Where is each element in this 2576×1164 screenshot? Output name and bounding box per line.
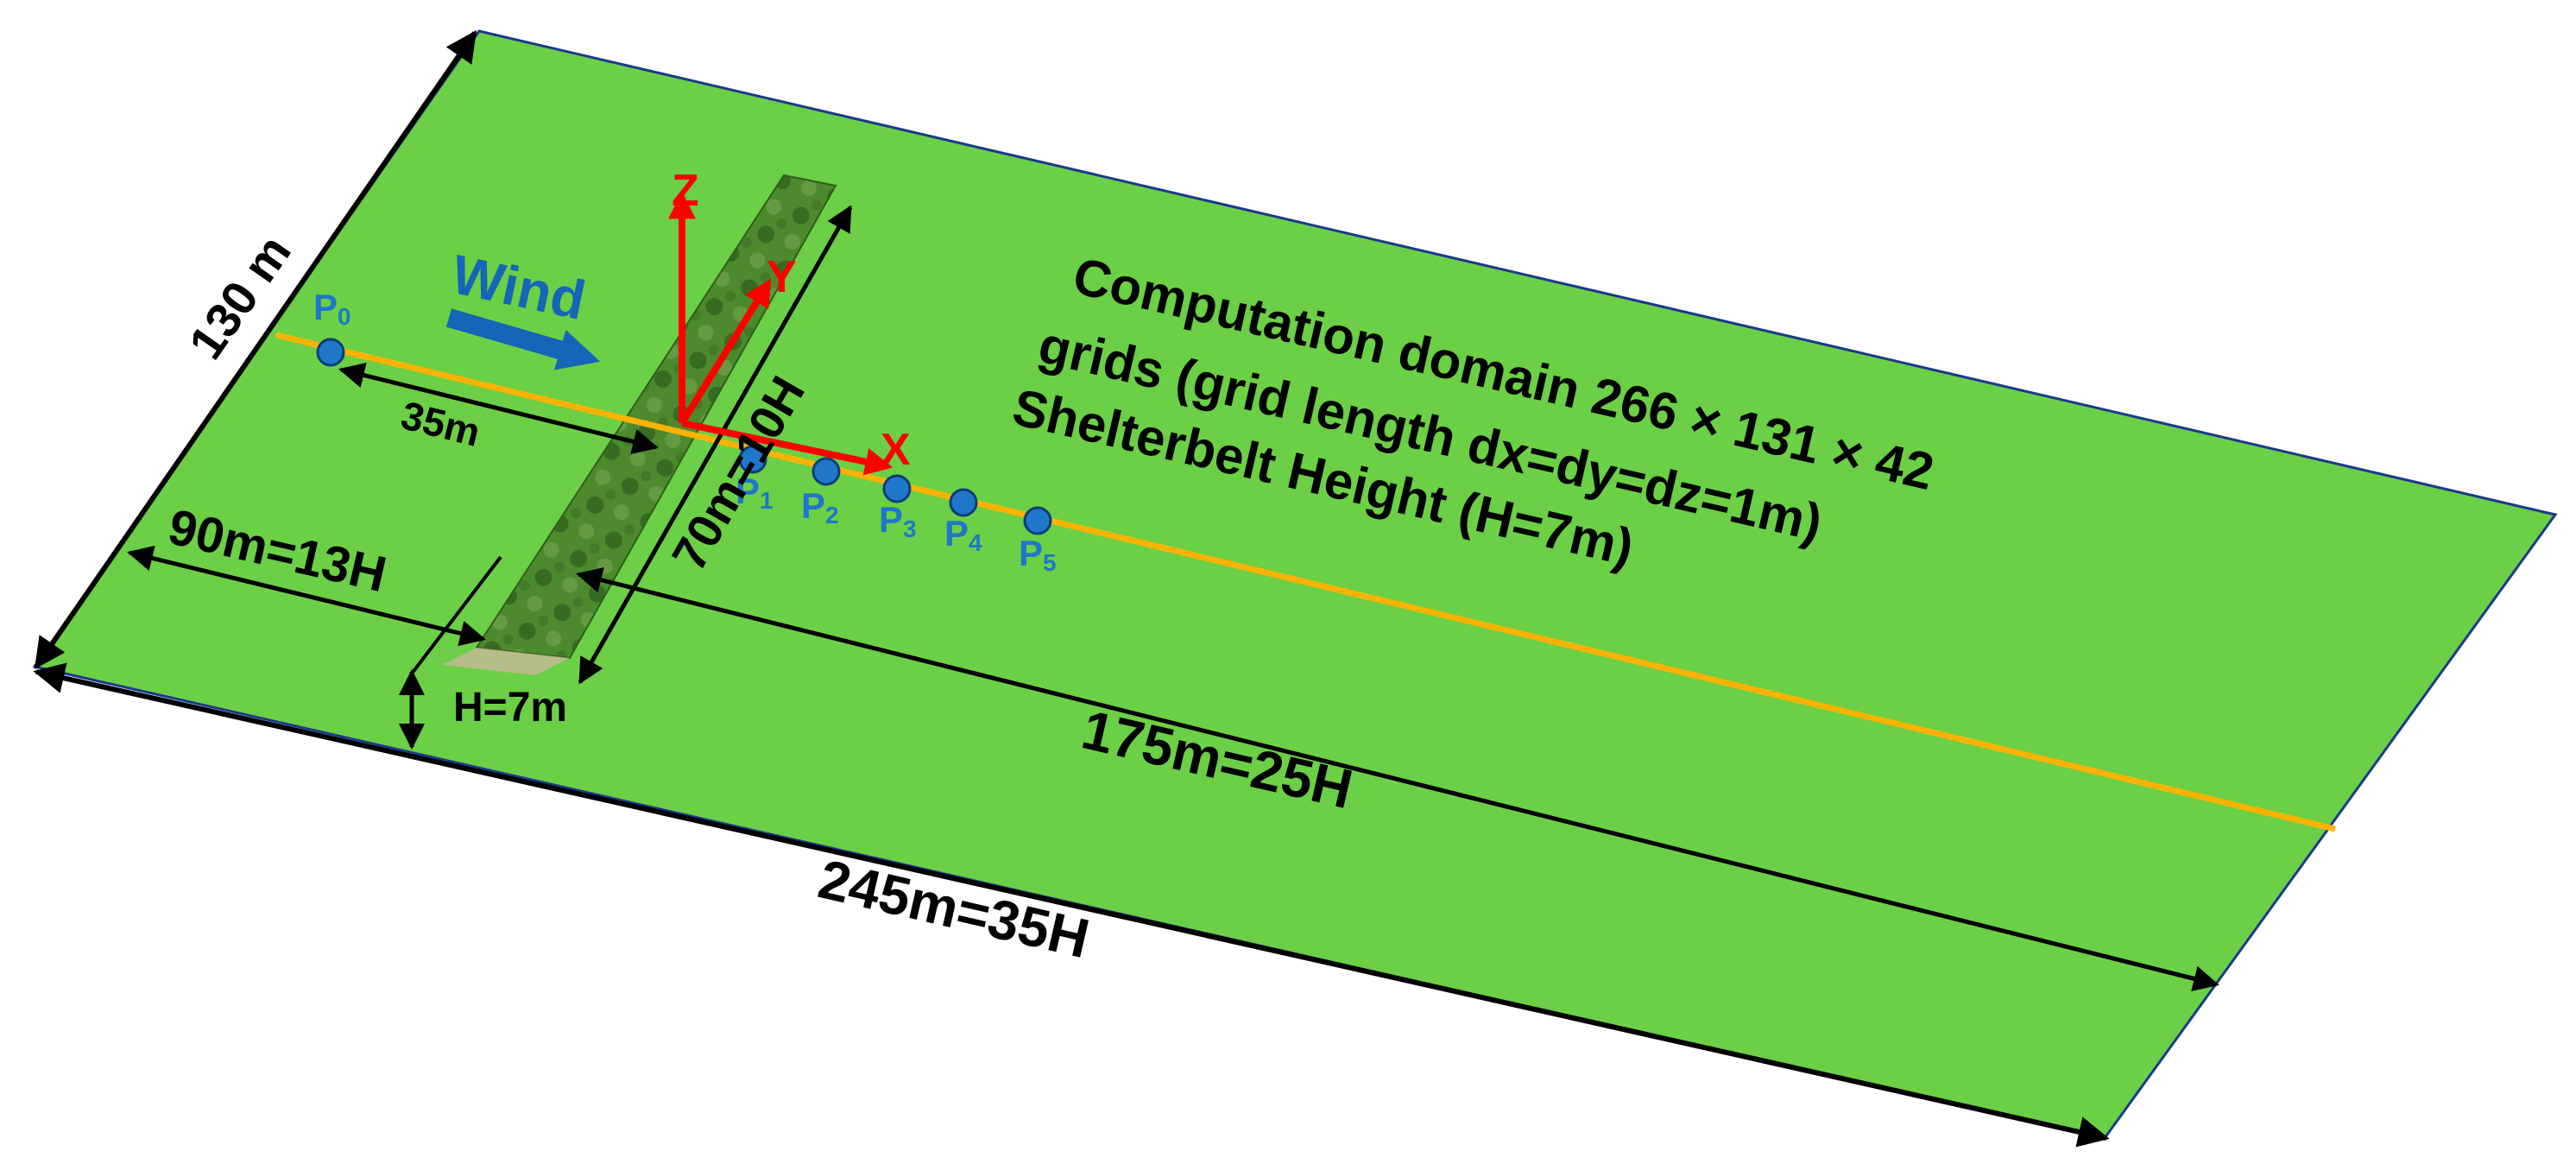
point-p4: [949, 488, 978, 517]
y-axis: [679, 278, 772, 426]
z-axis-label: Z: [672, 166, 699, 216]
point-p2: [811, 457, 841, 486]
point-p0: [316, 338, 345, 367]
point-p0-label: P0: [313, 287, 351, 330]
point-p3: [882, 474, 912, 503]
point-p5: [1023, 506, 1052, 535]
point-p3-label: P3: [879, 499, 917, 542]
wind-arrow: [445, 308, 601, 370]
point-p1: [738, 445, 767, 474]
point-p5-label: P5: [1019, 533, 1057, 576]
y-axis-label: Y: [767, 252, 797, 302]
upwind-extent-arrow: [127, 545, 486, 647]
belt-length-arrow: [578, 205, 853, 685]
point-p2-label: P2: [801, 485, 839, 528]
ground-plane: [32, 29, 2558, 1140]
point-p1-label: P1: [736, 471, 773, 514]
point-p4-label: P4: [944, 513, 982, 556]
wind-indicator: Wind: [445, 243, 601, 370]
x-axis-label: X: [881, 425, 911, 475]
belt-height-label: H=7m: [453, 685, 567, 731]
coordinate-axes: Z Y X: [668, 166, 911, 476]
width-arrow: [34, 30, 477, 669]
belt-height-guide: [410, 555, 502, 675]
measurement-points: P0 P1 P2 P3 P4 P5: [313, 287, 1057, 576]
x-axis: [681, 420, 893, 476]
